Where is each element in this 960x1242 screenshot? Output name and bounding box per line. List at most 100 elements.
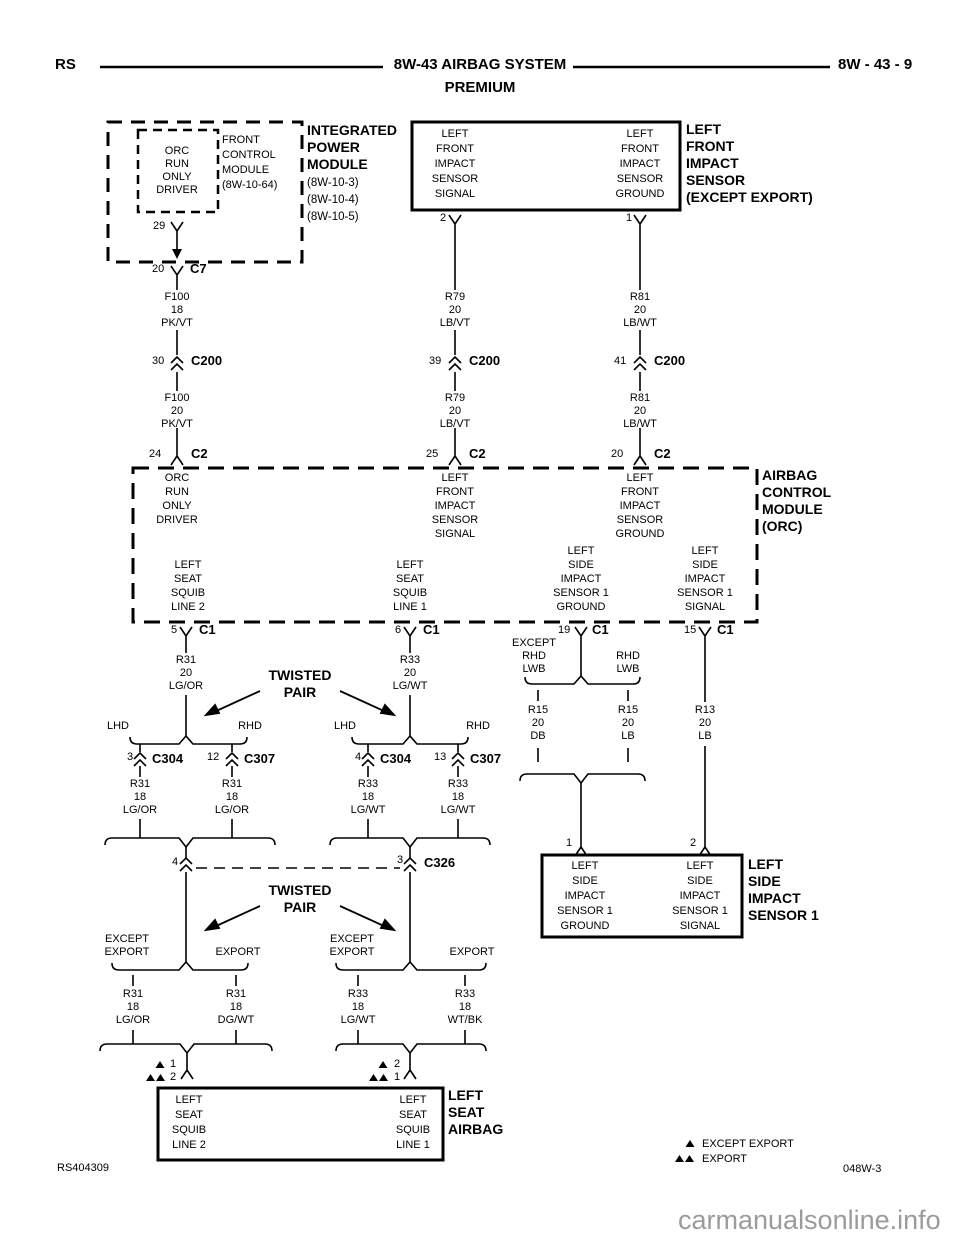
- connector-c200-39: C200: [469, 353, 501, 368]
- lhd-label-1: LHD: [106, 720, 130, 732]
- wire-r13-lb: R13 20 LB: [694, 704, 716, 742]
- wire-r33-18-export: R33 18 WT/BK: [447, 988, 483, 1026]
- ipm-pin-29: 29: [153, 220, 166, 232]
- c307-pin-13: 13: [434, 751, 447, 763]
- page-subtitle: PREMIUM: [444, 79, 516, 96]
- seat-airbag-pin-left-1: 1: [170, 1058, 177, 1070]
- connector-c304-4: C304: [380, 751, 412, 766]
- c326-pin-3: 3: [397, 854, 404, 866]
- connector-c1-6: C1: [423, 622, 440, 637]
- seat-airbag-line2-terminal: LEFT SEAT SQUIB LINE 2: [171, 1094, 207, 1151]
- connector-c307-12: C307: [244, 751, 276, 766]
- wire-r15-db: R15 20 DB: [527, 704, 549, 742]
- connector-c1-19: C1: [592, 622, 609, 637]
- seat-airbag-title: LEFT SEAT AIRBAG: [448, 1087, 504, 1137]
- acm-seat-line1-terminal: LEFT SEAT SQUIB LINE 1: [392, 559, 428, 613]
- lfis-title: LEFT FRONT IMPACT SENSOR (EXCEPT EXPORT): [686, 121, 813, 205]
- c1-pin-5: 5: [171, 624, 178, 636]
- lhd-label-2: LHD: [333, 720, 357, 732]
- acm-ls-signal-terminal: LEFT SIDE IMPACT SENSOR 1 SIGNAL: [677, 545, 733, 613]
- connector-c7: C7: [190, 261, 207, 276]
- ipm-orc-driver-label: ORC RUN ONLY DRIVER: [156, 145, 198, 196]
- rhd-label-2: RHD: [466, 720, 490, 732]
- wire-r31-18-except-export: R31 18 LG/OR: [115, 988, 151, 1026]
- c326-pin-4: 4: [172, 856, 179, 868]
- export-label-right: EXPORT: [449, 946, 495, 958]
- wire-r79-a: R79 20 LB/VT: [439, 291, 471, 329]
- lfis-pin-2: 2: [440, 212, 447, 224]
- c307-pin-12: 12: [207, 751, 220, 763]
- c200-pin-39: 39: [429, 355, 442, 367]
- page-section-code: RS: [55, 56, 76, 73]
- twisted-pair-callout-1: TWISTED PAIR: [268, 667, 332, 700]
- page-number: 8W - 43 - 9: [838, 56, 913, 73]
- twisted-pair-callout-2: TWISTED PAIR: [268, 882, 332, 915]
- seat-airbag-pin-right-1: 1: [394, 1071, 401, 1083]
- c2-pin-24: 24: [149, 448, 162, 460]
- acm-ls-ground-terminal: LEFT SIDE IMPACT SENSOR 1 GROUND: [553, 545, 609, 613]
- except-rhd-lwb-label: EXCEPT RHD LWB: [511, 637, 557, 675]
- page-title: 8W-43 AIRBAG SYSTEM: [393, 56, 567, 73]
- connector-c326: C326: [424, 855, 456, 870]
- c2-pin-25: 25: [426, 448, 439, 460]
- side-sensor-ground-terminal: LEFT SIDE IMPACT SENSOR 1 GROUND: [557, 860, 613, 932]
- seat-airbag-pin-right-2: 2: [394, 1058, 401, 1070]
- except-export-label-left: EXCEPT EXPORT: [104, 933, 150, 958]
- wire-r33-18-rhd: R33 18 LG/WT: [440, 778, 476, 816]
- rhd-label-1: RHD: [238, 720, 262, 732]
- acm-orc-driver-terminal: ORC RUN ONLY DRIVER: [156, 472, 198, 526]
- wire-r31-18-rhd: R31 18 LG/OR: [214, 778, 250, 816]
- wire-r31-18-export: R31 18 DG/WT: [217, 988, 255, 1026]
- rhd-lwb-label: RHD LWB: [616, 650, 640, 675]
- wire-f100-20: F100 20 PK/VT: [161, 392, 193, 430]
- side-sensor-title: LEFT SIDE IMPACT SENSOR 1: [748, 856, 819, 923]
- wire-r31-20: R31 20 LG/OR: [168, 654, 204, 692]
- c200-pin-41: 41: [614, 355, 627, 367]
- connector-c307-13: C307: [470, 751, 502, 766]
- wire-r31-18-lhd: R31 18 LG/OR: [122, 778, 158, 816]
- connector-c200-41: C200: [654, 353, 686, 368]
- lfis-pin-1: 1: [626, 212, 633, 224]
- front-control-module-label: FRONT CONTROL MODULE (8W-10-64): [222, 134, 278, 191]
- except-export-label-right: EXCEPT EXPORT: [329, 933, 375, 958]
- legend-export: EXPORT: [702, 1153, 748, 1165]
- c1-pin-15: 15: [684, 624, 697, 636]
- seat-airbag-pin-left-2: 2: [170, 1071, 177, 1083]
- connector-c1-5: C1: [199, 622, 216, 637]
- acm-lf-signal-terminal: LEFT FRONT IMPACT SENSOR SIGNAL: [431, 472, 479, 540]
- acm-lf-ground-terminal: LEFT FRONT IMPACT SENSOR GROUND: [615, 472, 665, 540]
- lfis-signal-terminal: LEFT FRONT IMPACT SENSOR SIGNAL: [431, 128, 479, 200]
- c200-pin-30: 30: [152, 355, 165, 367]
- lfis-ground-terminal: LEFT FRONT IMPACT SENSOR GROUND: [615, 128, 665, 200]
- connector-c2-25: C2: [469, 446, 486, 461]
- sheet-code: 048W-3: [843, 1163, 882, 1175]
- ipm-title: INTEGRATED POWER MODULE: [307, 122, 397, 172]
- connector-c304-3: C304: [152, 751, 184, 766]
- c7-pin-20: 20: [152, 263, 165, 275]
- wire-r79-b: R79 20 LB/VT: [439, 392, 471, 430]
- side-sensor-pin-1: 1: [566, 837, 573, 849]
- wire-f100-18: F100 18 PK/VT: [161, 291, 193, 329]
- watermark: carmanualsonline.info: [678, 1205, 941, 1235]
- inline-connector-icons: [133, 355, 647, 872]
- side-sensor-signal-terminal: LEFT SIDE IMPACT SENSOR 1 SIGNAL: [672, 860, 728, 932]
- ipm-refs: (8W-10-3) (8W-10-4) (8W-10-5): [307, 177, 359, 223]
- acm-title: AIRBAG CONTROL MODULE (ORC): [762, 467, 832, 534]
- wire-r81-b: R81 20 LB/WT: [623, 392, 657, 430]
- seat-airbag-line1-terminal: LEFT SEAT SQUIB LINE 1: [395, 1094, 431, 1151]
- c2-pin-20: 20: [611, 448, 624, 460]
- document-code: RS404309: [57, 1162, 109, 1174]
- c304-pin-3: 3: [127, 751, 134, 763]
- connector-c2-24: C2: [191, 446, 208, 461]
- arrow-down-icon: [172, 249, 182, 259]
- export-label-left: EXPORT: [215, 946, 261, 958]
- c304-pin-4: 4: [355, 751, 362, 763]
- module-boxes: [106, 120, 759, 1162]
- wire-r15-lb: R15 20 LB: [617, 704, 639, 742]
- c1-pin-19: 19: [558, 624, 571, 636]
- connector-c200-30: C200: [191, 353, 223, 368]
- side-sensor-pin-2: 2: [690, 837, 697, 849]
- wire-r33-18-except-export: R33 18 LG/WT: [340, 988, 376, 1026]
